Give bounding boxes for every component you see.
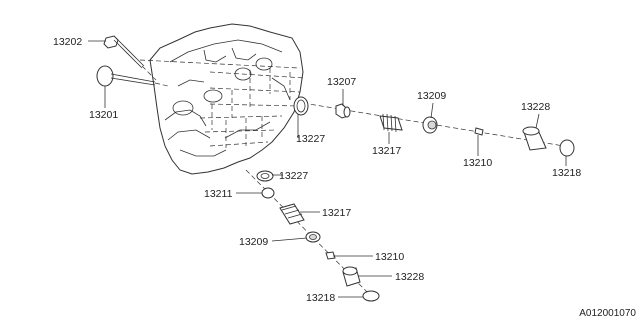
label-spring-retainer-lower: 13209 [239,236,268,248]
spring-seat [261,187,275,199]
label-shim-lower: 13218 [306,292,335,304]
exhaust-valve [103,35,157,81]
diagram-code: A012001070 [579,308,636,319]
valve-seal-upper [293,96,309,116]
spring-retainer-right [422,116,438,134]
label-spring-seat: 13211 [204,188,233,200]
label-valve-guide: 13207 [327,76,356,88]
label-spring-retainer-right: 13209 [417,90,446,102]
shim-lower [362,290,380,302]
valve-guide [335,103,351,119]
valve-spring-lower [279,203,305,225]
valve-cotter-right [474,127,484,136]
label-intake-valve: 13201 [89,109,118,121]
label-valve-cotter-right: 13210 [463,157,492,169]
leader-lines [88,40,567,298]
valve-lifter-lower [342,266,361,287]
valve-lifter-right [522,126,547,151]
spring-retainer-lower [305,231,321,243]
shim-right [559,139,575,157]
axis-right [302,102,571,148]
valve-cotter-lower [325,251,336,260]
cylinder-head [139,23,306,175]
label-valve-seal-lower: 13227 [279,170,308,182]
label-exhaust-valve: 13202 [53,36,82,48]
label-shim-right: 13218 [552,167,581,179]
valve-seal-lower [256,170,274,182]
label-valve-lifter-lower: 13228 [395,271,424,283]
label-valve-seal-upper: 13227 [296,133,325,145]
label-valve-spring-lower: 13217 [322,207,351,219]
label-valve-cotter-lower: 13210 [375,251,404,263]
label-valve-lifter-right: 13228 [521,101,550,113]
label-valve-spring-right: 13217 [372,145,401,157]
valve-spring-right [379,113,403,133]
